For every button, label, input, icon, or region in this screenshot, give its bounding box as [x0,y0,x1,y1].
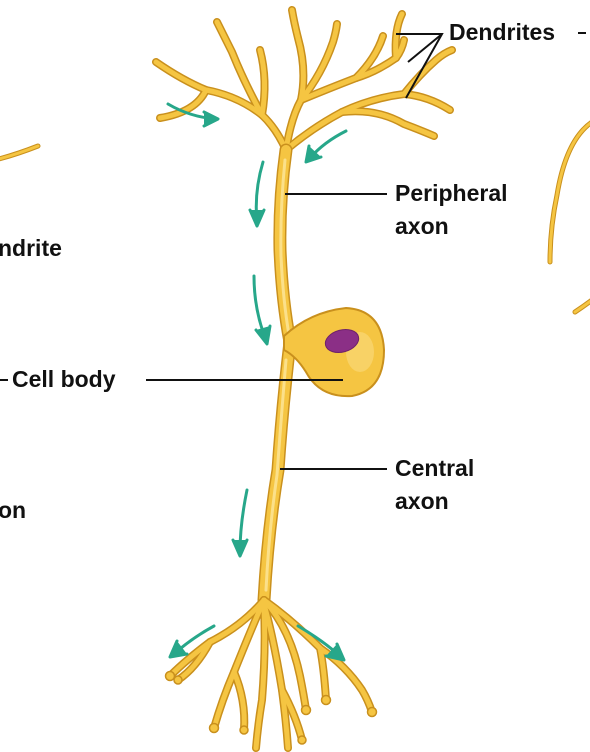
dendrites-label: Dendrites [449,19,556,45]
peripheral-axon-label-line1: Peripheral [395,180,508,206]
arrow-out-terminals-left [168,624,216,659]
central-axon-label-line1: Central [395,455,475,481]
partial-dendrite-label: ndrite [0,235,62,261]
adjacent-neuron-fragments [0,120,590,315]
leader-lines [0,32,586,470]
arrow-down-peripheral-upper [248,160,266,228]
cell-body-label: Cell body [12,366,116,392]
arrow-down-central [231,488,249,558]
arrow-out-terminals-right [296,624,346,662]
axon-terminals [164,596,378,752]
dendrite-tree [152,6,456,154]
dendrites-leader-line-secondary [407,33,443,63]
axon-trunk [257,143,297,607]
partial-axon-label: on [0,497,27,523]
nucleus [324,328,360,354]
arrow-down-peripheral-lower [252,274,272,346]
peripheral-axon-label-line2: axon [395,213,449,239]
arrow-into-dendrites-left [166,102,220,128]
signal-direction-arrows [166,102,348,662]
arrow-into-dendrites-right [304,129,348,164]
central-axon-label-line2: axon [395,488,449,514]
